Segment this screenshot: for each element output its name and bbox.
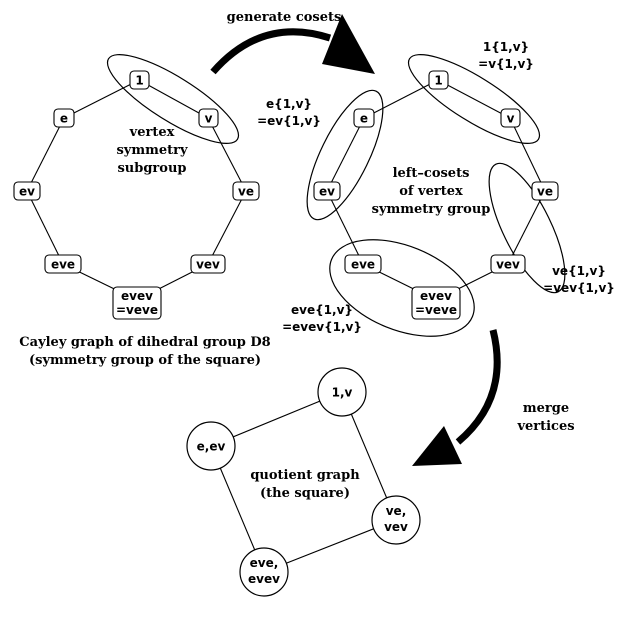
- right-node-ve-label: ve: [537, 185, 553, 199]
- right-node-evev: evev =veve: [411, 286, 461, 320]
- left-node-ve-label: ve: [238, 185, 254, 199]
- coset-label-eve-line-2: =evev{1,v}: [282, 320, 362, 334]
- coset-label-ve-line-1: ve{1,v}: [552, 264, 606, 278]
- subgroup-label-line-3: subgroup: [117, 161, 186, 176]
- left-node-ev-label: ev: [19, 185, 35, 199]
- coset-label-e-line-2: =ev{1,v}: [257, 114, 321, 128]
- left-node-evev: evev =veve: [112, 286, 162, 320]
- right-node-eve: eve: [344, 254, 382, 274]
- left-node-vev-label: vev: [196, 258, 220, 272]
- cayley-caption-line-1: Cayley graph of dihedral group D8: [19, 335, 270, 350]
- left-node-eve: eve: [44, 254, 82, 274]
- coset-label-ve: ve{1,v} =vev{1,v}: [543, 264, 615, 295]
- left-node-1: 1: [129, 70, 150, 90]
- right-node-ev: ev: [313, 181, 341, 201]
- right-node-veve-label: =veve: [415, 303, 457, 317]
- subgroup-label: vertex symmetry subgroup: [116, 125, 188, 176]
- quotient-graph: 1,v e,ev ve, vev eve, evev quotient grap…: [186, 367, 421, 597]
- quotient-label: quotient graph (the square): [250, 468, 360, 501]
- quotient-node-eve-evev: eve, evev: [239, 547, 289, 597]
- coset-ring-1: [407, 54, 541, 144]
- right-node-v: v: [500, 108, 521, 128]
- left-cosets-label: left–cosets of vertex symmetry group: [372, 166, 491, 217]
- merge-arrow-head: [412, 426, 462, 466]
- coset-label-1: 1{1,v} =v{1,v}: [478, 40, 534, 71]
- cayley-caption-line-2: (symmetry group of the square): [29, 353, 261, 368]
- coset-label-e-line-1: e{1,v}: [266, 97, 312, 111]
- right-node-eve-label: eve: [351, 258, 375, 272]
- coset-ring-eve: [329, 239, 475, 337]
- right-node-1: 1: [428, 70, 449, 90]
- quotient-node-e-ev: e,ev: [186, 421, 236, 471]
- left-node-e: e: [53, 108, 75, 128]
- subgroup-label-line-2: symmetry: [116, 143, 188, 158]
- right-node-1-label: 1: [434, 74, 442, 88]
- coset-label-1-line-1: 1{1,v}: [483, 40, 529, 54]
- generate-arrow-head: [322, 14, 375, 74]
- quotient-node-1-v: 1,v: [317, 367, 367, 417]
- quotient-node-vev-label: vev: [384, 520, 408, 534]
- left-node-1-label: 1: [135, 74, 143, 88]
- coset-ring-ve: [488, 162, 566, 294]
- left-node-ve: ve: [232, 181, 260, 201]
- merge-label-line-1: merge: [523, 401, 569, 416]
- right-node-e: e: [353, 108, 375, 128]
- right-node-ev-label: ev: [319, 185, 335, 199]
- coset-label-1-line-2: =v{1,v}: [478, 57, 534, 71]
- generate-cosets-label: generate cosets: [227, 10, 342, 25]
- right-node-vev-label: vev: [496, 258, 520, 272]
- coset-label-eve-line-1: eve{1,v}: [291, 303, 353, 317]
- left-node-eve-label: eve: [51, 258, 75, 272]
- left-node-vev: vev: [190, 254, 226, 274]
- quotient-node-ve-label: ve,: [386, 504, 407, 518]
- merge-vertices-arrow: merge vertices: [412, 329, 575, 466]
- right-node-vev: vev: [490, 254, 526, 274]
- left-cosets-label-line-3: symmetry group: [372, 202, 491, 217]
- coset-label-e: e{1,v} =ev{1,v}: [257, 97, 321, 128]
- vertex-symmetry-subgroup-ring: [106, 54, 240, 144]
- right-node-ve: ve: [531, 181, 559, 201]
- left-node-veve-label: =veve: [116, 303, 158, 317]
- left-cosets-label-line-2: of vertex: [399, 184, 463, 199]
- coset-label-eve: eve{1,v} =evev{1,v}: [282, 303, 362, 334]
- quotient-node-eve-label: eve,: [250, 556, 279, 570]
- coset-ring-e: [306, 89, 384, 221]
- quotient-label-line-1: quotient graph: [250, 468, 360, 483]
- left-node-v: v: [198, 108, 219, 128]
- quotient-node-e-ev-label: e,ev: [197, 440, 226, 454]
- subgroup-label-line-1: vertex: [129, 125, 175, 140]
- left-node-v-label: v: [205, 112, 213, 126]
- quotient-node-evev-label: evev: [248, 572, 280, 586]
- left-node-evev-label: evev: [121, 289, 153, 303]
- left-cayley-graph: 1 v e ve ev vev eve evev =veve: [13, 54, 271, 368]
- right-node-evev-label: evev: [420, 289, 452, 303]
- right-node-e-label: e: [360, 112, 368, 126]
- quotient-node-1-v-label: 1,v: [332, 386, 353, 400]
- merge-label-line-2: vertices: [516, 419, 574, 434]
- right-coset-graph: 1 v e ve ev vev eve evev =veve: [257, 40, 615, 337]
- left-node-ev: ev: [13, 181, 41, 201]
- generate-cosets-arrow: generate cosets: [210, 10, 375, 75]
- right-node-v-label: v: [507, 112, 515, 126]
- coset-label-ve-line-2: =vev{1,v}: [543, 281, 615, 295]
- quotient-node-ve-vev: ve, vev: [371, 495, 421, 545]
- left-node-e-label: e: [60, 112, 68, 126]
- cayley-caption: Cayley graph of dihedral group D8 (symme…: [19, 335, 270, 368]
- quotient-label-line-2: (the square): [260, 486, 350, 501]
- left-cosets-label-line-1: left–cosets: [393, 166, 470, 181]
